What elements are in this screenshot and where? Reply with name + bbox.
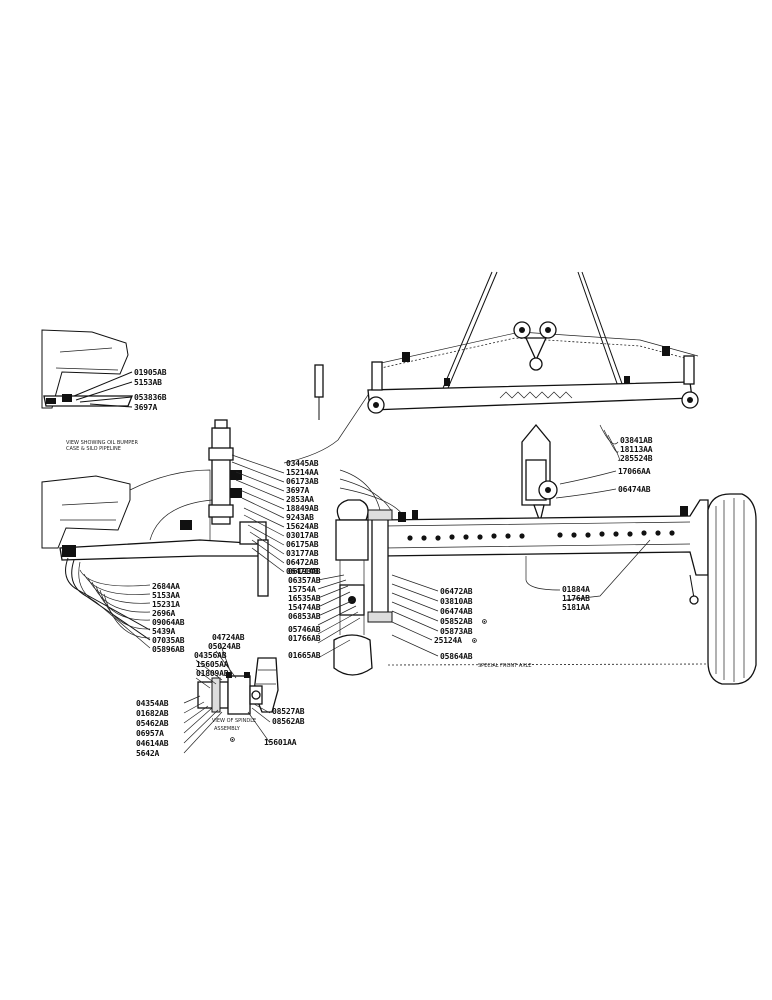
steering-callouts [231, 379, 403, 573]
inset-caption-line-2: CASE & SILO PIPELINE [66, 446, 121, 452]
label: 18113AA [620, 445, 653, 454]
label: 5181AA [562, 603, 590, 612]
label: 5153AB [134, 378, 162, 387]
label: 17066AA [618, 467, 651, 476]
label: 06357AB [288, 576, 321, 585]
label: 06472AB [286, 558, 319, 567]
label: 5439A [152, 627, 175, 636]
left-side-callouts [79, 569, 151, 639]
label: 05864AB [440, 652, 473, 661]
label: 2696A [152, 609, 175, 618]
label: 09064AB [152, 618, 185, 627]
front-axle [333, 423, 757, 685]
hub-callouts [183, 642, 271, 754]
label: 07035AB [152, 636, 185, 645]
label: 15624AB [286, 522, 319, 531]
axle-caption: SPECIAL FRONT AXLE [478, 663, 532, 669]
hub-detail: VIEW OF SPINDLE ASSEMBLY ⊙ [197, 657, 279, 744]
label: 01682AB [136, 709, 169, 718]
label: 3697A [134, 403, 157, 412]
label: 06193AB [288, 567, 321, 576]
label: 05462AB [136, 719, 169, 728]
label: 06853AB [288, 612, 321, 621]
label: 25124A [434, 636, 462, 645]
axle-right-callouts [525, 539, 651, 601]
label: 15231A [152, 600, 180, 609]
label: 06957A [136, 729, 164, 738]
spindle-callouts [317, 574, 361, 659]
label: 15214AA [286, 468, 319, 477]
label: 01665AB [288, 651, 321, 660]
label: 5642A [136, 749, 159, 758]
label: 5153AA [152, 591, 180, 600]
label: 05896AB [152, 645, 185, 654]
label: ⊙ [230, 735, 235, 744]
label: 18849AB [286, 504, 319, 513]
linkage-callouts [555, 424, 620, 499]
label: 08527AB [272, 707, 305, 716]
inset-oil-bumper: VIEW SHOWING OIL BUMPER CASE & SILO PIPE… [41, 329, 138, 452]
label: ⊙ [472, 636, 477, 645]
label: 053836B [134, 393, 167, 402]
label: 03810AB [440, 597, 473, 606]
label: 03445AB [286, 459, 319, 468]
label: 06173AB [286, 477, 319, 486]
label: 08562AB [272, 717, 305, 726]
label: 01809AB [196, 669, 229, 678]
label: 06472AB [440, 587, 473, 596]
label: 15754A [288, 585, 316, 594]
hub-caption-line-2: ASSEMBLY [214, 726, 241, 732]
label: 04356AB [194, 651, 227, 660]
label: 03177AB [286, 549, 319, 558]
label: 06474AB [618, 485, 651, 494]
label: 05024AB [208, 642, 241, 651]
label: 05852AB [440, 617, 473, 626]
label: 16535AB [288, 594, 321, 603]
label: 01766AB [288, 634, 321, 643]
label: 9243AB [286, 513, 314, 522]
tie-rod-linkage [367, 271, 699, 414]
steering-assembly [41, 364, 324, 649]
label: 04614AB [136, 739, 169, 748]
label: 01884A [562, 585, 590, 594]
label: 01905AB [134, 368, 167, 377]
axle-center-callouts [391, 574, 439, 657]
label: 06474AB [440, 607, 473, 616]
label: 15605AA [196, 660, 229, 669]
label: ⊙ [482, 617, 487, 626]
label: 15474AB [288, 603, 321, 612]
label: 1176AB [562, 594, 590, 603]
axle-adjustment-holes [407, 530, 675, 541]
hub-caption-line-1: VIEW OF SPINDLE [212, 718, 256, 724]
label: 2684AA [152, 582, 180, 591]
label: 04724AB [212, 633, 245, 642]
label: 05873AB [440, 627, 473, 636]
label: 15601AA [264, 738, 297, 747]
label: 03841AB [620, 436, 653, 445]
inset-caption-line-1: VIEW SHOWING OIL BUMPER [66, 440, 138, 446]
label: 03017AB [286, 531, 319, 540]
label: 285524B [620, 454, 653, 463]
label: 06175AB [286, 540, 319, 549]
label: 3697A [286, 486, 309, 495]
label: 06471AB [286, 567, 319, 576]
label: 05746AB [288, 625, 321, 634]
label: 2853AA [286, 495, 314, 504]
label: 04354AB [136, 699, 169, 708]
